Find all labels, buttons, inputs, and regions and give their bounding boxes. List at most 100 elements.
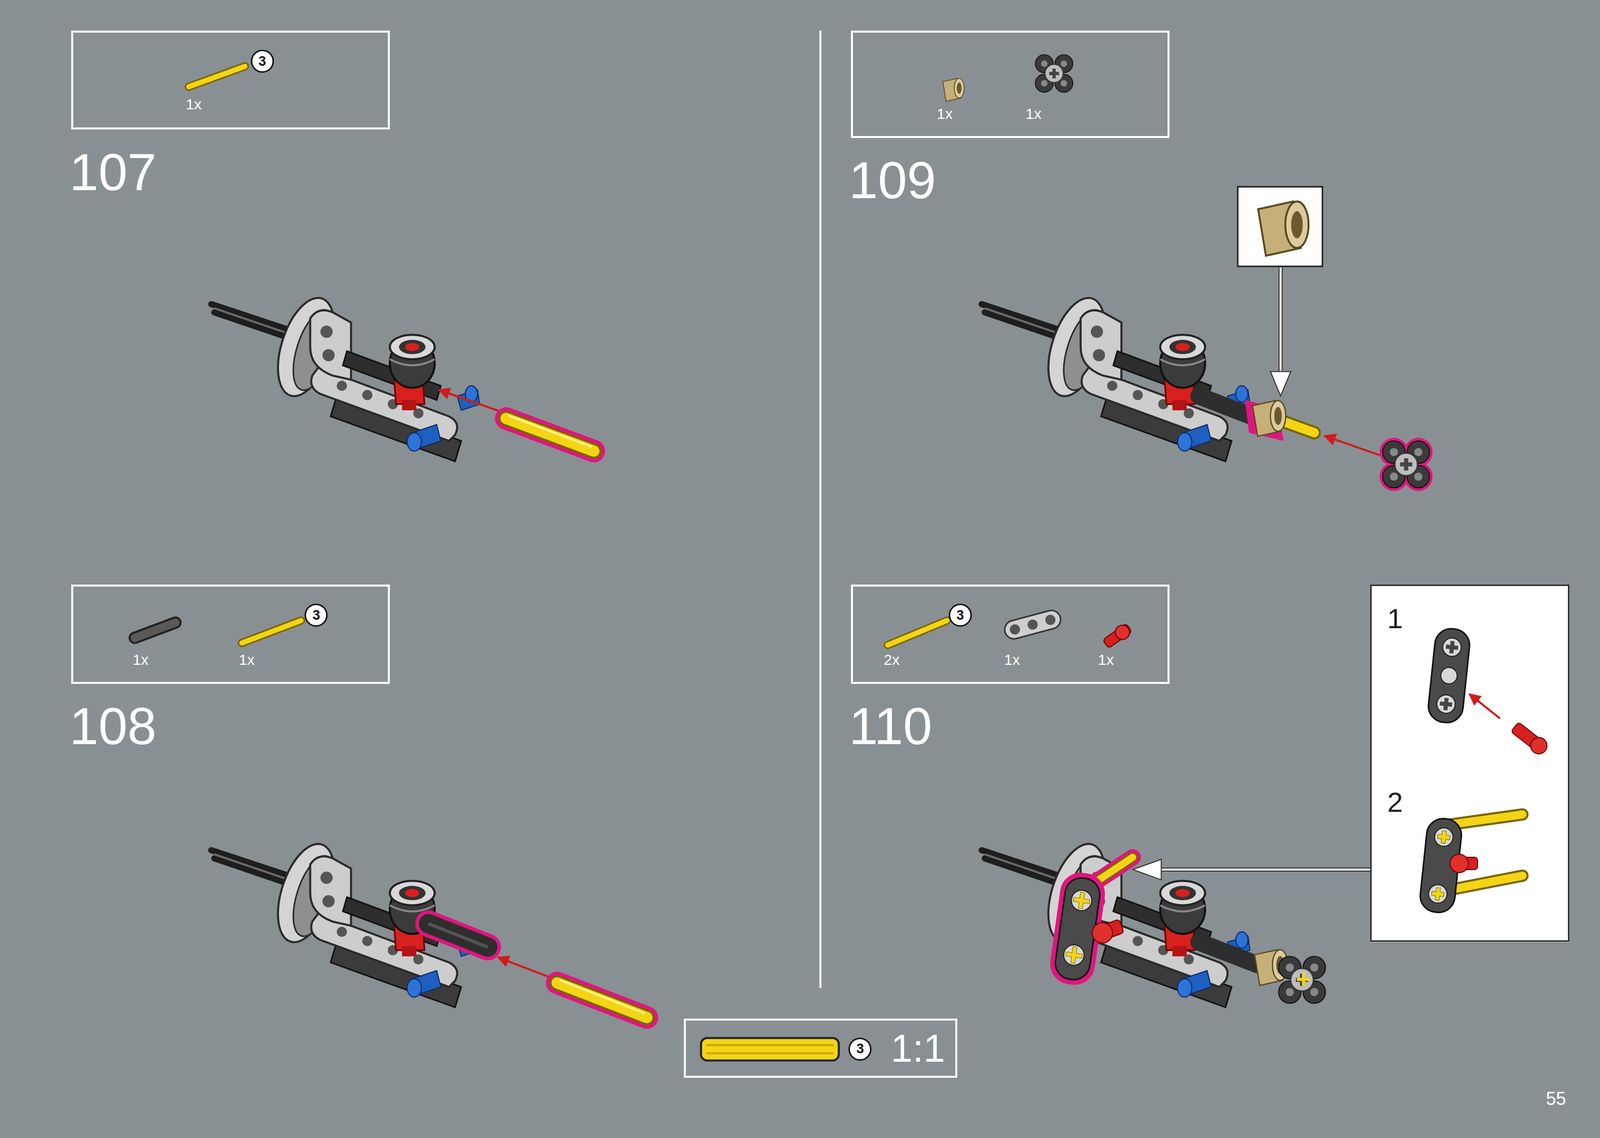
parts-list-box: 1x31x bbox=[71, 584, 390, 684]
art-circle bbox=[1044, 613, 1057, 627]
art-use bbox=[1258, 201, 1309, 256]
art-line bbox=[439, 389, 501, 412]
art-use bbox=[1035, 54, 1073, 93]
art-path bbox=[1270, 371, 1291, 396]
art-line bbox=[241, 620, 302, 644]
art-line bbox=[506, 418, 595, 452]
art-line bbox=[188, 66, 245, 87]
art-line bbox=[705, 1044, 834, 1047]
quantity-label: 1x bbox=[238, 652, 255, 668]
quantity-label: 1x bbox=[1025, 106, 1042, 122]
art-line bbox=[1199, 941, 1258, 965]
art-circle bbox=[1008, 623, 1022, 636]
art-path bbox=[1439, 697, 1453, 711]
art-circle bbox=[1441, 637, 1463, 658]
callout-number: 3 bbox=[948, 603, 972, 627]
art-g bbox=[1089, 916, 1125, 946]
art-circle bbox=[1089, 919, 1116, 946]
art-circle bbox=[1112, 622, 1133, 643]
art-path bbox=[1064, 945, 1084, 965]
art-path bbox=[1445, 640, 1460, 655]
parts-list-box: 3 2x 1x 1x bbox=[850, 584, 1170, 684]
art-line bbox=[1278, 267, 1283, 376]
art-line bbox=[506, 418, 595, 452]
art-line bbox=[241, 620, 302, 644]
art-path bbox=[1430, 887, 1445, 901]
quantity-label: 1x bbox=[185, 96, 202, 112]
art-line bbox=[887, 620, 947, 646]
art-circle bbox=[1435, 693, 1457, 714]
art-use bbox=[1379, 438, 1433, 492]
art-use bbox=[1278, 956, 1326, 1004]
scale-box: 3 1:1 bbox=[683, 1018, 958, 1078]
art-line bbox=[506, 418, 595, 452]
callout-number: 3 bbox=[848, 1037, 872, 1061]
art-line bbox=[188, 66, 245, 87]
substep-number: 1 bbox=[1387, 604, 1403, 633]
quantity-label: 1x bbox=[1097, 652, 1114, 668]
art-g bbox=[1449, 854, 1478, 874]
art-line bbox=[1448, 875, 1523, 890]
art-use bbox=[1252, 400, 1286, 436]
step-number: 109 bbox=[848, 154, 937, 207]
scale-text: 1:1 bbox=[891, 1028, 946, 1068]
art-use bbox=[942, 78, 964, 102]
substep-number: 2 bbox=[1387, 788, 1403, 817]
step-number: 107 bbox=[69, 146, 157, 199]
art-circle bbox=[1070, 889, 1094, 913]
art-line bbox=[134, 622, 176, 639]
art-circle bbox=[1527, 734, 1551, 758]
art-rect bbox=[1426, 627, 1472, 724]
art-use bbox=[211, 291, 480, 462]
art-g bbox=[1101, 621, 1134, 650]
art-rect bbox=[1370, 585, 1570, 943]
art-line bbox=[556, 982, 647, 1018]
art-line bbox=[1156, 867, 1371, 872]
art-rect bbox=[1237, 186, 1323, 267]
art-path bbox=[1296, 972, 1311, 986]
art-line bbox=[819, 30, 822, 988]
art-line bbox=[1469, 693, 1501, 719]
art-path bbox=[1132, 859, 1162, 881]
art-rect bbox=[1002, 608, 1063, 641]
art-line bbox=[428, 923, 488, 948]
art-circle bbox=[1026, 618, 1040, 631]
art-line bbox=[556, 982, 647, 1018]
art-circle bbox=[1449, 854, 1469, 874]
art-g bbox=[1509, 720, 1551, 758]
art-line bbox=[705, 1052, 834, 1055]
art-line bbox=[497, 957, 551, 978]
art-circle bbox=[1427, 883, 1448, 904]
art-line bbox=[134, 622, 176, 639]
step-number: 110 bbox=[848, 699, 933, 753]
art-line bbox=[559, 979, 646, 1014]
art-line bbox=[1448, 814, 1523, 825]
art-rect bbox=[700, 1038, 839, 1061]
quantity-label: 2x bbox=[883, 652, 900, 668]
callout-number: 3 bbox=[250, 49, 274, 73]
art-circle bbox=[1062, 943, 1086, 967]
page-number: 55 bbox=[1545, 1089, 1566, 1108]
art-circle bbox=[1439, 666, 1459, 685]
quantity-label: 1x bbox=[936, 106, 953, 122]
quantity-label: 1x bbox=[1003, 652, 1021, 668]
art-g bbox=[1426, 627, 1472, 724]
art-line bbox=[1448, 875, 1523, 890]
art-line bbox=[1324, 435, 1380, 456]
step-number: 108 bbox=[69, 699, 157, 753]
art-line bbox=[1279, 267, 1282, 376]
art-line bbox=[428, 923, 488, 948]
art-path bbox=[1436, 830, 1451, 844]
parts-list-box: 1x 1x bbox=[850, 30, 1170, 138]
art-line bbox=[428, 923, 488, 948]
art-use bbox=[981, 291, 1251, 462]
art-circle bbox=[1433, 826, 1454, 847]
art-path bbox=[1072, 891, 1091, 910]
submodel-callout-box: 12 bbox=[1370, 584, 1570, 942]
art-g bbox=[1002, 608, 1063, 641]
callout-number: 3 bbox=[304, 603, 328, 627]
art-line bbox=[1156, 868, 1371, 871]
